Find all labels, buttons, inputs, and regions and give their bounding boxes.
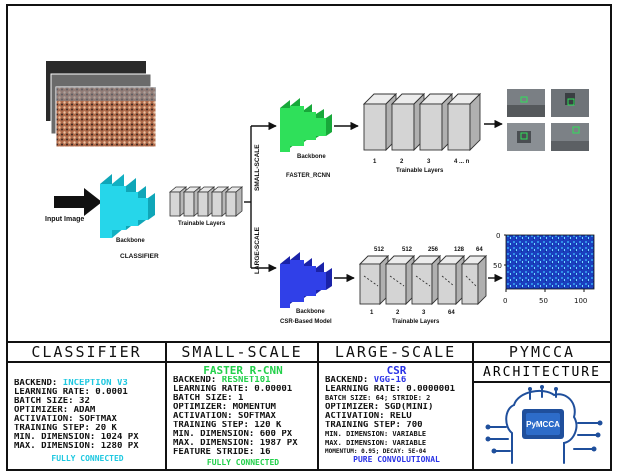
pymcca-panel: PYMCCA ARCHITECTURE PyMCCA (472, 341, 610, 471)
faster-layer-2: 2 (400, 159, 404, 165)
csr-layer-4: 64 (448, 310, 455, 316)
classifier-param: TRAINING STEP: 20 K (14, 424, 161, 433)
classifier-param: OPTIMIZER: ADAM (14, 406, 161, 415)
faster-layer-1: 1 (373, 159, 377, 165)
detection-output-grid (507, 89, 589, 151)
large-scale-param: ACTIVATION: RELU (325, 412, 468, 421)
small-scale-param: BATCH SIZE: 1 (173, 394, 313, 403)
small-scale-param: TRAINING STEP: 120 K (173, 421, 313, 430)
classifier-trainable-layers (170, 187, 242, 216)
classifier-param: LEARNING RATE: 0.0001 (14, 388, 161, 397)
classifier-param: MIN. DIMENSION: 1024 PX (14, 433, 161, 442)
pymcca-logo-text: PyMCCA (526, 420, 560, 429)
csr-channel-2: 512 (402, 247, 413, 253)
faster-layer-n: 4 ... n (454, 159, 470, 165)
classifier-trainable-label: Trainable Layers (178, 221, 226, 227)
csr-channel-5: 64 (476, 247, 483, 253)
classifier-panel: CLASSIFIER BACKEND: INCEPTION V3 LEARNIN… (8, 341, 165, 471)
density-x-tick-0: 0 (503, 297, 507, 305)
density-y-tick-50: 50 (493, 262, 502, 270)
architecture-figure: Input Image Backbone CLASSIFIER Trainabl… (6, 4, 612, 471)
csr-label: CSR-Based Model (280, 319, 332, 325)
small-scale-param: OPTIMIZER: MOMENTUM (173, 403, 313, 412)
input-image-stack (46, 61, 156, 147)
small-scale-param: FEATURE STRIDE: 16 (173, 448, 313, 457)
input-label: Input Image (45, 216, 84, 223)
large-scale-param: LEARNING RATE: 0.0000001 (325, 385, 468, 394)
large-scale-backend: BACKEND: VGG-16 (325, 376, 468, 385)
faster-label: FASTER_RCNN (286, 173, 330, 179)
classifier-param: MAX. DIMENSION: 1280 PX (14, 442, 161, 451)
small-scale-branch-label: SMALL-SCALE (254, 144, 261, 191)
large-scale-param: MAX. DIMENSION: VARIABLE (325, 439, 468, 448)
density-x-tick-100: 100 (574, 297, 587, 305)
faster-rcnn-backbone (280, 98, 332, 152)
large-scale-panel-title: LARGE-SCALE (319, 343, 472, 363)
faster-trainable-label: Trainable Layers (396, 168, 444, 174)
small-scale-backend: BACKEND: RESNET101 (173, 376, 313, 385)
large-scale-branch-label: LARGE-SCALE (254, 226, 261, 274)
classifier-footer: FULLY CONNECTED (14, 453, 161, 465)
faster-layer-3: 3 (427, 159, 431, 165)
pymcca-logo: PyMCCA (474, 383, 610, 469)
small-scale-panel-title: SMALL-SCALE (167, 343, 317, 363)
csr-trainable-layers (360, 256, 486, 304)
architecture-diagram: Input Image Backbone CLASSIFIER Trainabl… (8, 6, 610, 341)
density-x-tick-50: 50 (539, 297, 548, 305)
density-y-tick-0: 0 (496, 232, 500, 240)
classifier-param: BATCH SIZE: 32 (14, 397, 161, 406)
large-scale-panel: LARGE-SCALE CSR BACKEND: VGG-16 LEARNING… (317, 341, 472, 471)
faster-backbone-label: Backbone (297, 154, 326, 160)
small-scale-panel: SMALL-SCALE FASTER R-CNN BACKEND: RESNET… (165, 341, 317, 471)
small-scale-model: FASTER R-CNN (173, 365, 313, 376)
small-scale-param: MIN. DIMENSION: 600 PX (173, 430, 313, 439)
pymcca-panel-title: PYMCCA (474, 343, 610, 363)
csr-layer-1: 1 (370, 310, 374, 316)
large-scale-footer: PURE CONVOLUTIONAL (325, 456, 468, 464)
classifier-panel-title: CLASSIFIER (8, 343, 165, 363)
large-scale-param: BATCH SIZE: 64; STRIDE: 2 (325, 394, 468, 403)
small-scale-param: MAX. DIMENSION: 1987 PX (173, 439, 313, 448)
large-scale-model: CSR (325, 365, 468, 376)
large-scale-param: TRAINING STEP: 700 (325, 421, 468, 430)
small-scale-param: LEARNING RATE: 0.00001 (173, 385, 313, 394)
csr-backbone (280, 252, 332, 308)
classifier-backend: BACKEND: INCEPTION V3 (14, 379, 161, 388)
csr-layer-3: 3 (422, 310, 426, 316)
classifier-backbone (100, 174, 155, 238)
classifier-label: CLASSIFIER (120, 253, 159, 260)
faster-trainable-layers (364, 94, 480, 150)
csr-channel-1: 512 (374, 247, 385, 253)
pymcca-panel-subtitle: ARCHITECTURE (474, 363, 610, 383)
csr-channel-3: 256 (428, 247, 439, 253)
classifier-param: ACTIVATION: SOFTMAX (14, 415, 161, 424)
csr-layer-2: 2 (396, 310, 400, 316)
csr-trainable-label: Trainable Layers (392, 319, 440, 325)
csr-channel-4: 128 (454, 247, 465, 253)
large-scale-param: OPTIMIZER: SGD(MINI) (325, 403, 468, 412)
small-scale-footer: FULLY CONNECTED (173, 457, 313, 469)
input-arrow (54, 188, 102, 216)
classifier-backbone-label: Backbone (116, 238, 145, 244)
density-map-output (504, 235, 594, 292)
small-scale-param: ACTIVATION: SOFTMAX (173, 412, 313, 421)
large-scale-param: MIN. DIMENSION: VARIABLE (325, 430, 468, 439)
csr-backbone-label: Backbone (296, 309, 325, 315)
